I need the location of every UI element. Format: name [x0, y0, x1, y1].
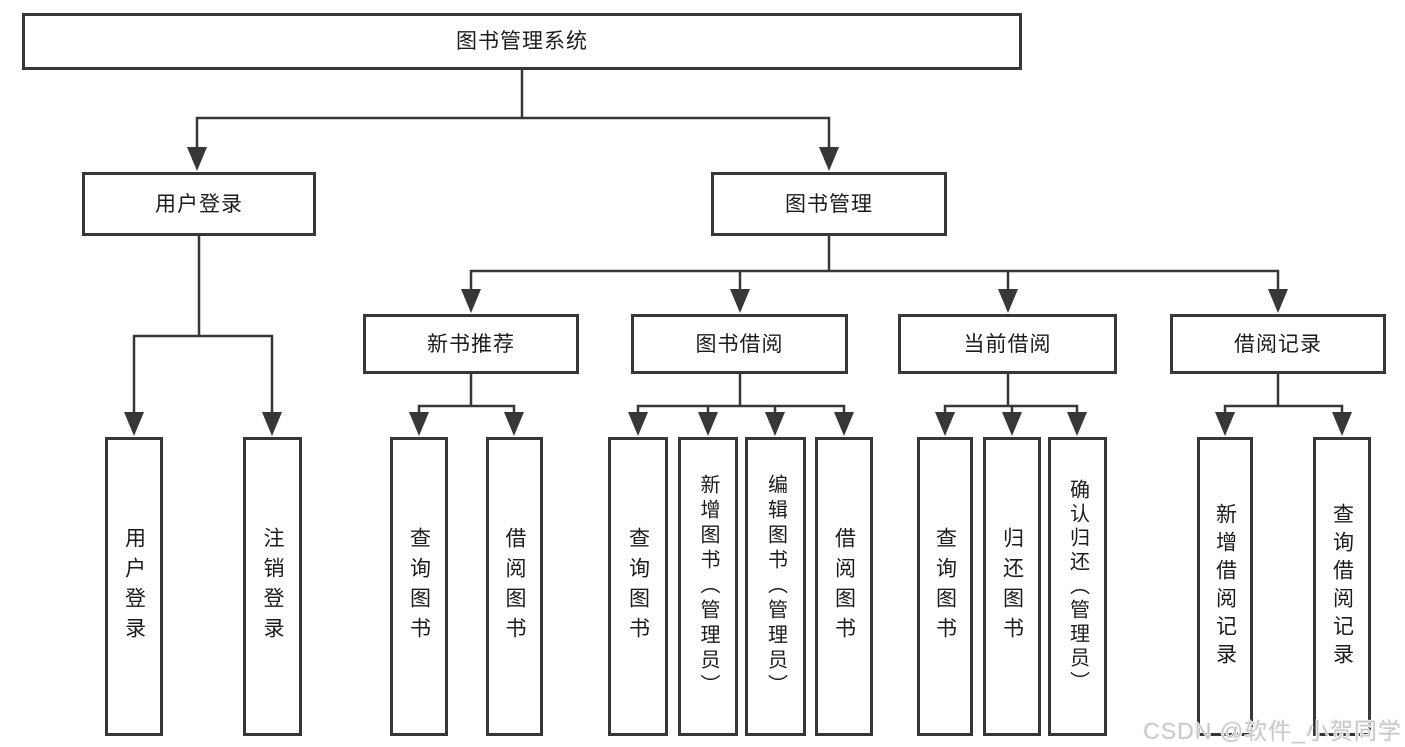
leaf-edit-book-admin: 编辑图书（管理员）	[745, 437, 806, 736]
node-root-system: 图书管理系统	[22, 13, 1022, 70]
leaf-query-books-3: 查询图书	[917, 437, 973, 736]
node-book-management: 图书管理	[711, 172, 947, 236]
leaf-borrow-books-1: 借阅图书	[486, 437, 543, 736]
arrowheads	[124, 147, 1352, 436]
leaf-add-book-admin: 新增图书（管理员）	[678, 437, 738, 736]
leaf-confirm-return-admin: 确认归还（管理员）	[1048, 437, 1107, 736]
node-book-borrowing: 图书借阅	[631, 314, 848, 374]
node-borrowing-records: 借阅记录	[1170, 314, 1386, 374]
leaf-query-books-2: 查询图书	[608, 437, 668, 736]
leaf-query-borrow-record: 查询借阅记录	[1313, 437, 1371, 736]
leaf-logout: 注销登录	[243, 437, 302, 736]
leaf-add-borrow-record: 新增借阅记录	[1197, 437, 1253, 736]
leaf-borrow-books-2: 借阅图书	[815, 437, 873, 736]
node-current-borrowing: 当前借阅	[898, 314, 1117, 374]
node-new-book-recommend: 新书推荐	[363, 314, 579, 374]
leaf-return-book: 归还图书	[983, 437, 1041, 736]
leaf-user-login: 用户登录	[105, 437, 163, 736]
node-user-login: 用户登录	[82, 172, 316, 236]
csdn-watermark: CSDN @软件_小贺同学	[1143, 718, 1402, 744]
leaf-query-books-1: 查询图书	[390, 437, 448, 736]
